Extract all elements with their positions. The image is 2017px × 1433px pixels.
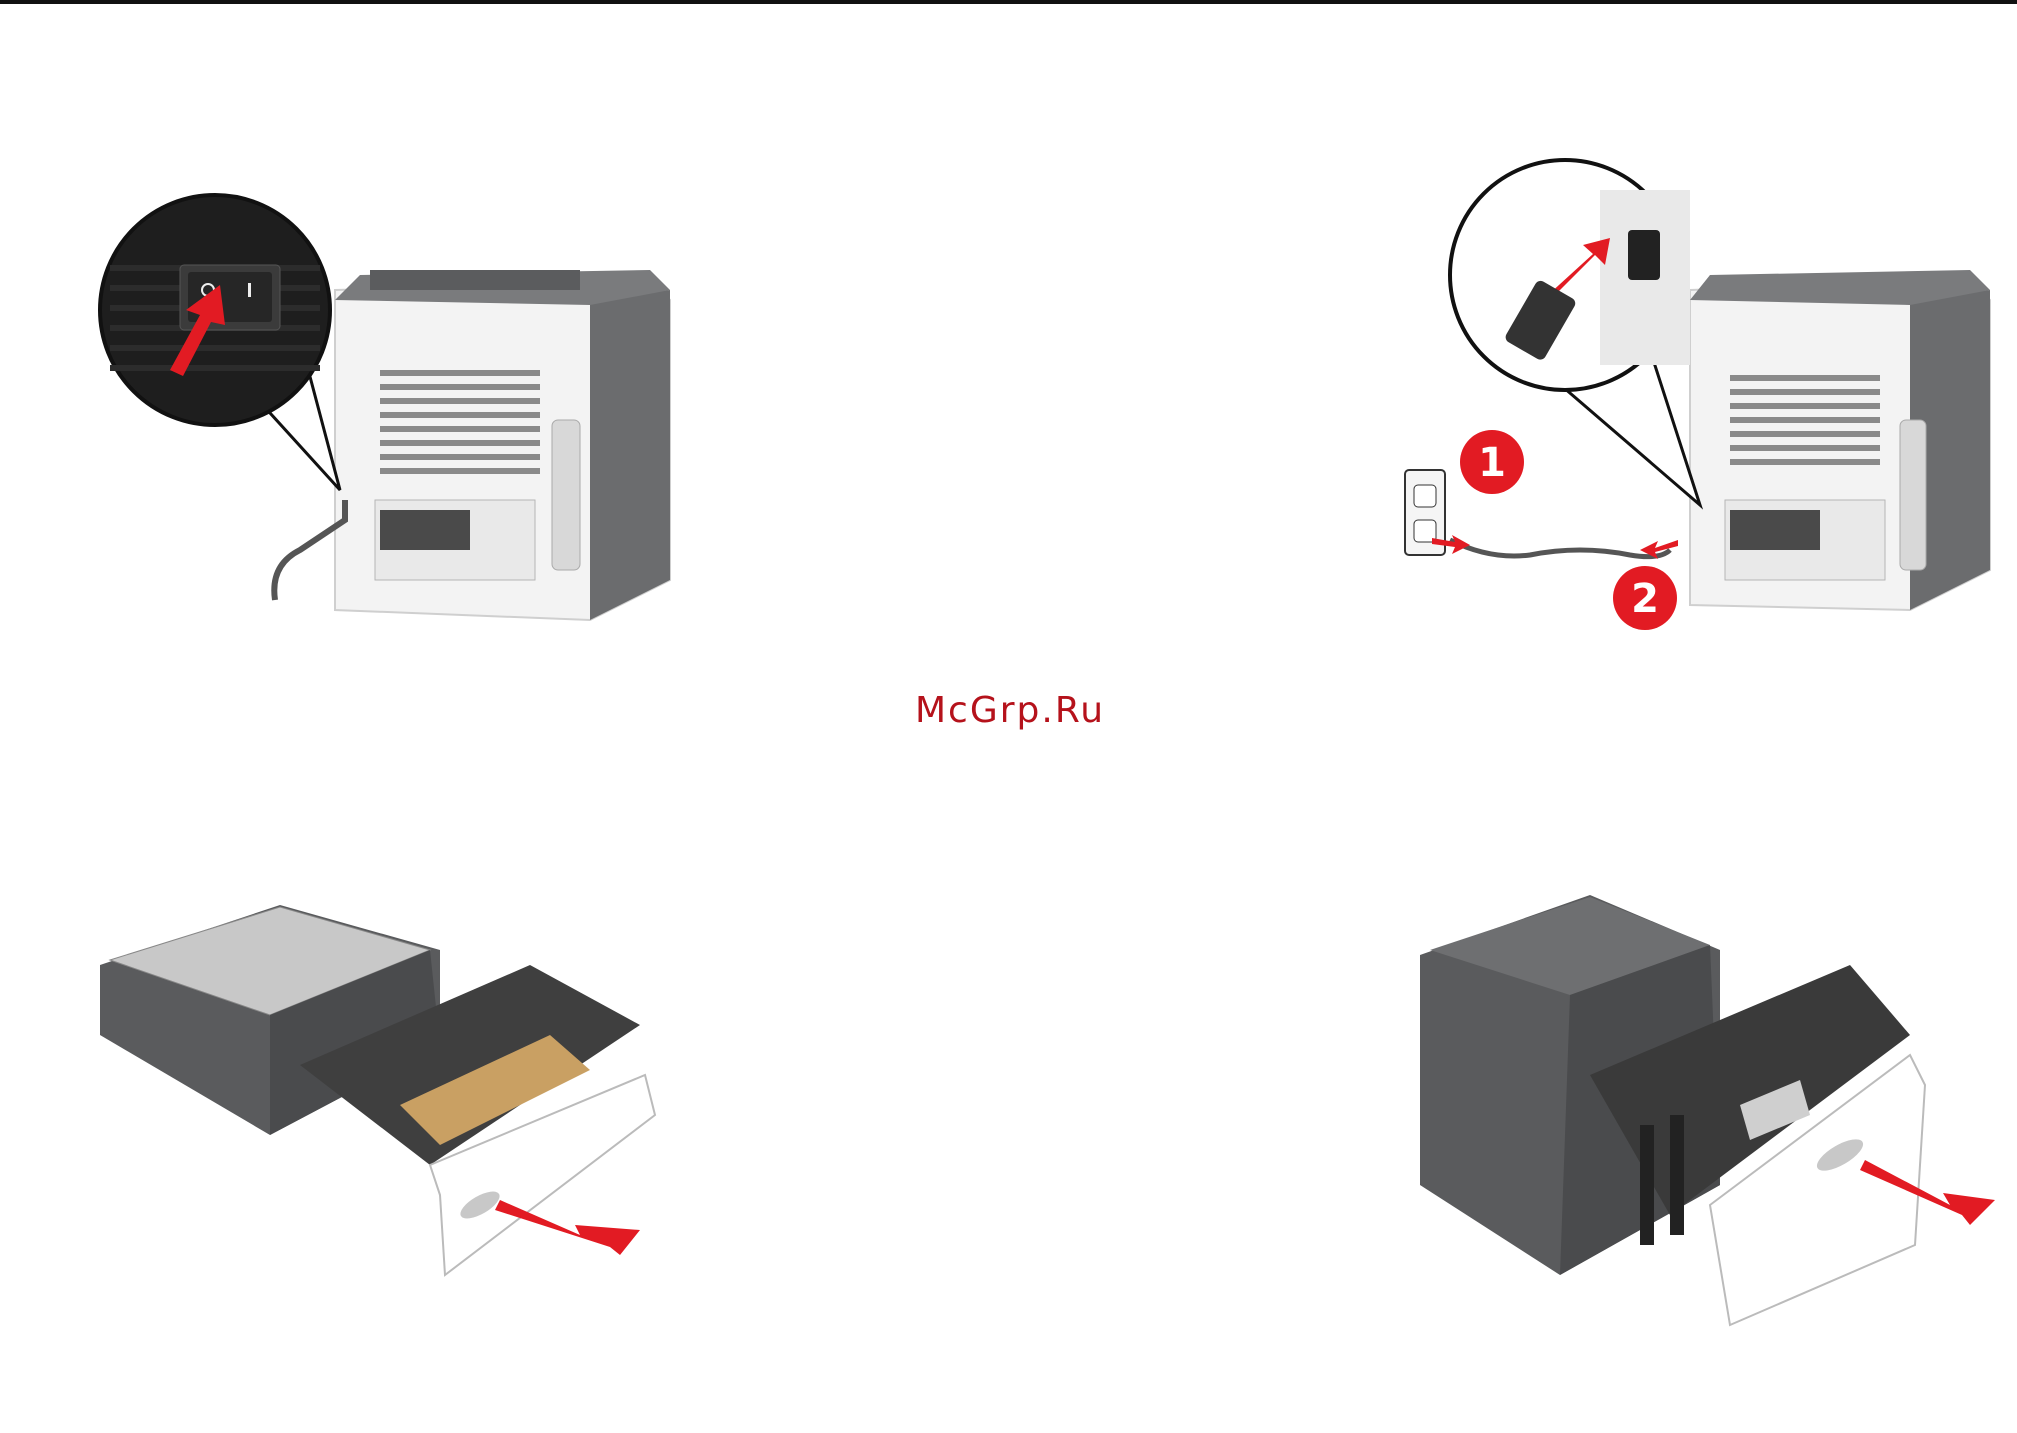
large-tray-illustration [1410,885,2000,1345]
step-2-badge: 2 [1631,576,1659,622]
power-cord-illustration: 1 2 [1400,150,2000,650]
watermark-text: McGrp.Ru [850,690,1170,731]
step-1-badge: 1 [1478,440,1506,486]
power-switch-illustration [90,170,680,640]
standard-tray-illustration [100,895,680,1295]
page-top-rule [0,0,2017,4]
